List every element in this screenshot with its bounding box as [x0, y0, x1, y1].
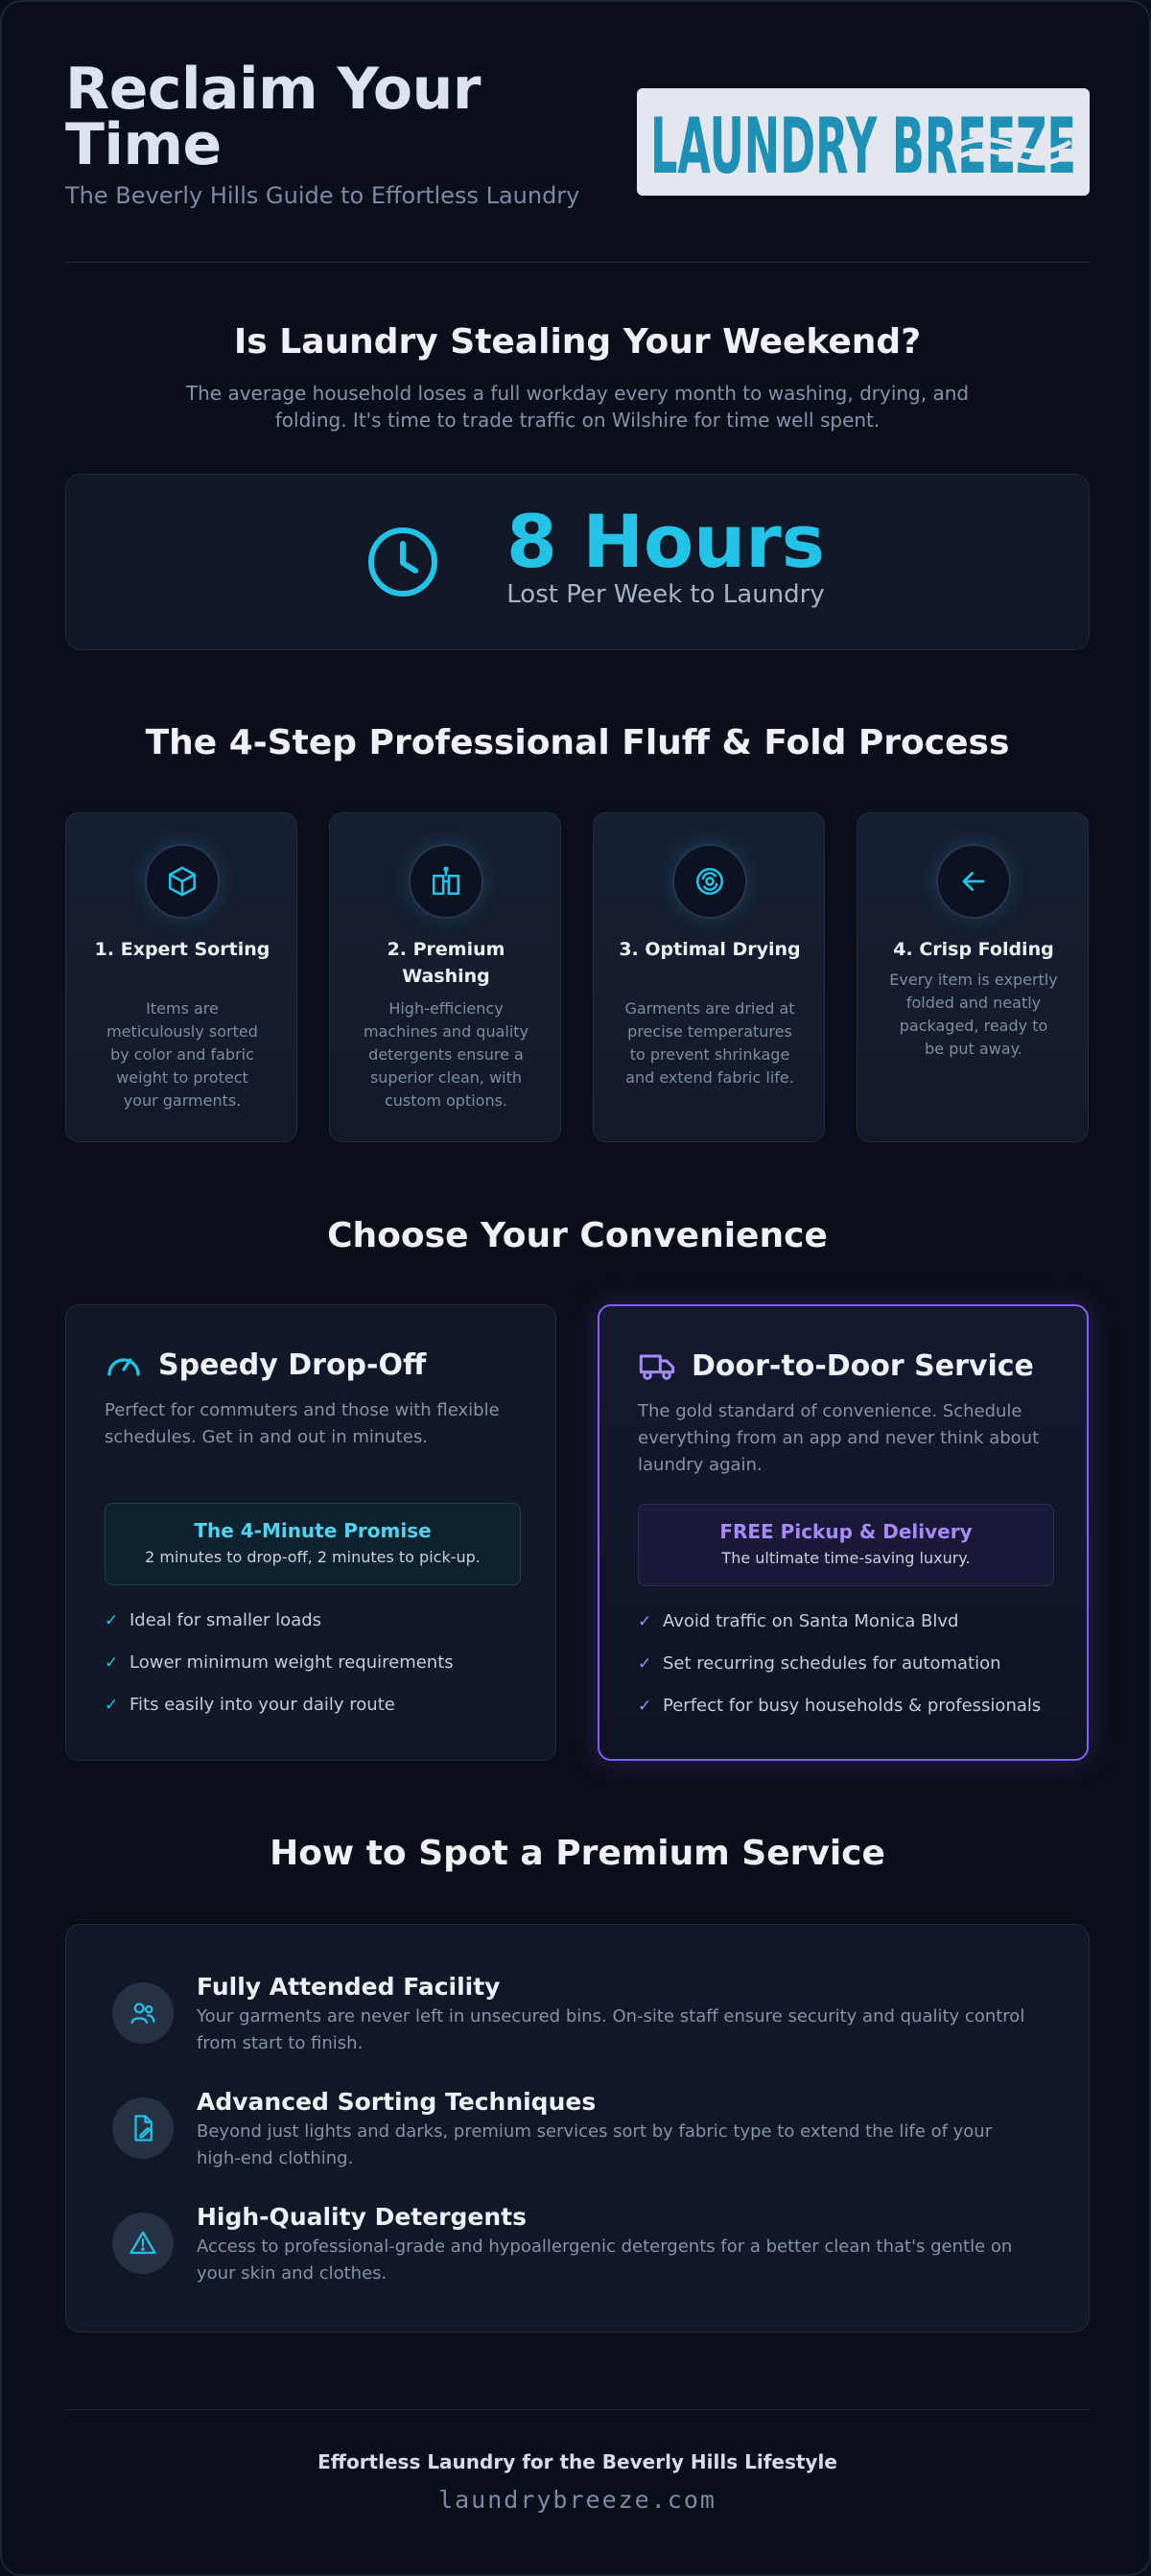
- dropoff-title: Speedy Drop-Off: [158, 1347, 427, 1382]
- truck-icon: [639, 1354, 675, 1380]
- feature-item: ✓Avoid traffic on Santa Monica Blvd: [638, 1611, 959, 1631]
- warning-icon: [129, 2231, 156, 2255]
- promise-box: The 4-Minute Promise 2 minutes to drop-o…: [105, 1503, 521, 1585]
- step-title: 1. Expert Sorting: [94, 939, 270, 960]
- premium-card: Fully Attended Facility Your garments ar…: [65, 1924, 1090, 2332]
- stat-value: 8 Hours: [506, 499, 825, 584]
- convenience-title: Choose Your Convenience: [327, 1216, 828, 1255]
- door-description: The gold standard of convenience. Schedu…: [638, 1401, 1040, 1475]
- process-step: 1. Expert Sorting Items are meticulously…: [65, 812, 297, 1142]
- header: Reclaim Your Time The Beverly Hills Guid…: [65, 56, 1090, 263]
- step-title: 2. Premium Washing: [387, 939, 505, 987]
- users-icon: [130, 2002, 155, 2025]
- feature-item: ✓Fits easily into your daily route: [105, 1695, 395, 1715]
- intro-description: The average household loses a full workd…: [185, 382, 970, 432]
- check-icon: ✓: [638, 1696, 652, 1716]
- premium-item-title: Fully Attended Facility: [197, 1973, 501, 2001]
- check-icon: ✓: [638, 1611, 652, 1631]
- feature-item: ✓Set recurring schedules for automation: [638, 1653, 1001, 1674]
- check-icon: ✓: [105, 1610, 119, 1630]
- promise-title: FREE Pickup & Delivery: [719, 1520, 973, 1543]
- washer-icon: [432, 866, 460, 896]
- footer-divider: [65, 2409, 1090, 2410]
- speedometer-icon: [107, 1358, 140, 1376]
- process-step: 3. Optimal Drying Garments are dried at …: [593, 812, 825, 1142]
- page-title: Reclaim Your Time: [65, 56, 481, 178]
- footer-tagline: Effortless Laundry for the Beverly Hills…: [317, 2450, 837, 2473]
- premium-title: How to Spot a Premium Service: [270, 1834, 885, 1873]
- door-title: Door-to-Door Service: [692, 1348, 1034, 1383]
- feature-item: ✓Ideal for smaller loads: [105, 1610, 322, 1630]
- footer-url[interactable]: laundrybreeze.com: [438, 2486, 716, 2514]
- step-title: 4. Crisp Folding: [893, 939, 1054, 960]
- step-description: High-efficiency machines and quality det…: [363, 999, 529, 1110]
- logo: LAUNDRY BREEZE: [637, 88, 1090, 196]
- process-step: 4. Crisp Folding Every item is expertly …: [857, 812, 1089, 1142]
- dropoff-card: Speedy Drop-Off Perfect for commuters an…: [65, 1304, 556, 1761]
- promise-subtitle: The ultimate time-saving luxury.: [721, 1549, 971, 1567]
- dryer-icon: [695, 867, 724, 896]
- premium-item-description: Beyond just lights and darks, premium se…: [197, 2121, 993, 2168]
- arrow-left-icon: [962, 872, 985, 891]
- premium-item-title: High-Quality Detergents: [197, 2203, 527, 2231]
- feature-item: ✓Perfect for busy households & professio…: [638, 1696, 1042, 1716]
- clock-icon: [368, 527, 437, 597]
- check-icon: ✓: [638, 1653, 652, 1674]
- premium-item-title: Advanced Sorting Techniques: [197, 2088, 597, 2116]
- logo-wordmark: LAUNDRY BREEZE: [650, 102, 1076, 191]
- document-edit-icon: [134, 2115, 153, 2142]
- dropoff-description: Perfect for commuters and those with fle…: [105, 1400, 500, 1447]
- step-description: Items are meticulously sorted by color a…: [106, 999, 258, 1110]
- page-subtitle: The Beverly Hills Guide to Effortless La…: [65, 182, 580, 209]
- box-icon: [168, 866, 197, 897]
- check-icon: ✓: [105, 1695, 119, 1715]
- intro-title: Is Laundry Stealing Your Weekend?: [233, 322, 922, 362]
- process-step: 2. Premium Washing High-efficiency machi…: [329, 812, 561, 1142]
- step-title: 3. Optimal Drying: [619, 939, 801, 960]
- promise-title: The 4-Minute Promise: [194, 1519, 432, 1542]
- premium-item-description: Your garments are never left in unsecure…: [197, 2006, 1025, 2053]
- feature-item: ✓Lower minimum weight requirements: [105, 1652, 454, 1673]
- step-description: Every item is expertly folded and neatly…: [889, 971, 1058, 1058]
- promise-subtitle: 2 minutes to drop-off, 2 minutes to pick…: [145, 1548, 481, 1566]
- step-description: Garments are dried at precise temperatur…: [624, 999, 795, 1087]
- laundry-breeze-logo: LAUNDRY BREEZE: [650, 102, 1076, 191]
- stat-card: 8 Hours Lost Per Week to Laundry: [65, 474, 1090, 650]
- premium-item-description: Access to professional-grade and hypoall…: [197, 2236, 1013, 2283]
- stat-label: Lost Per Week to Laundry: [506, 580, 825, 609]
- promise-box: FREE Pickup & Delivery The ultimate time…: [638, 1504, 1054, 1586]
- check-icon: ✓: [105, 1652, 119, 1673]
- process-title: The 4-Step Professional Fluff & Fold Pro…: [145, 723, 1010, 762]
- door-to-door-card: Door-to-Door Service The gold standard o…: [598, 1304, 1089, 1761]
